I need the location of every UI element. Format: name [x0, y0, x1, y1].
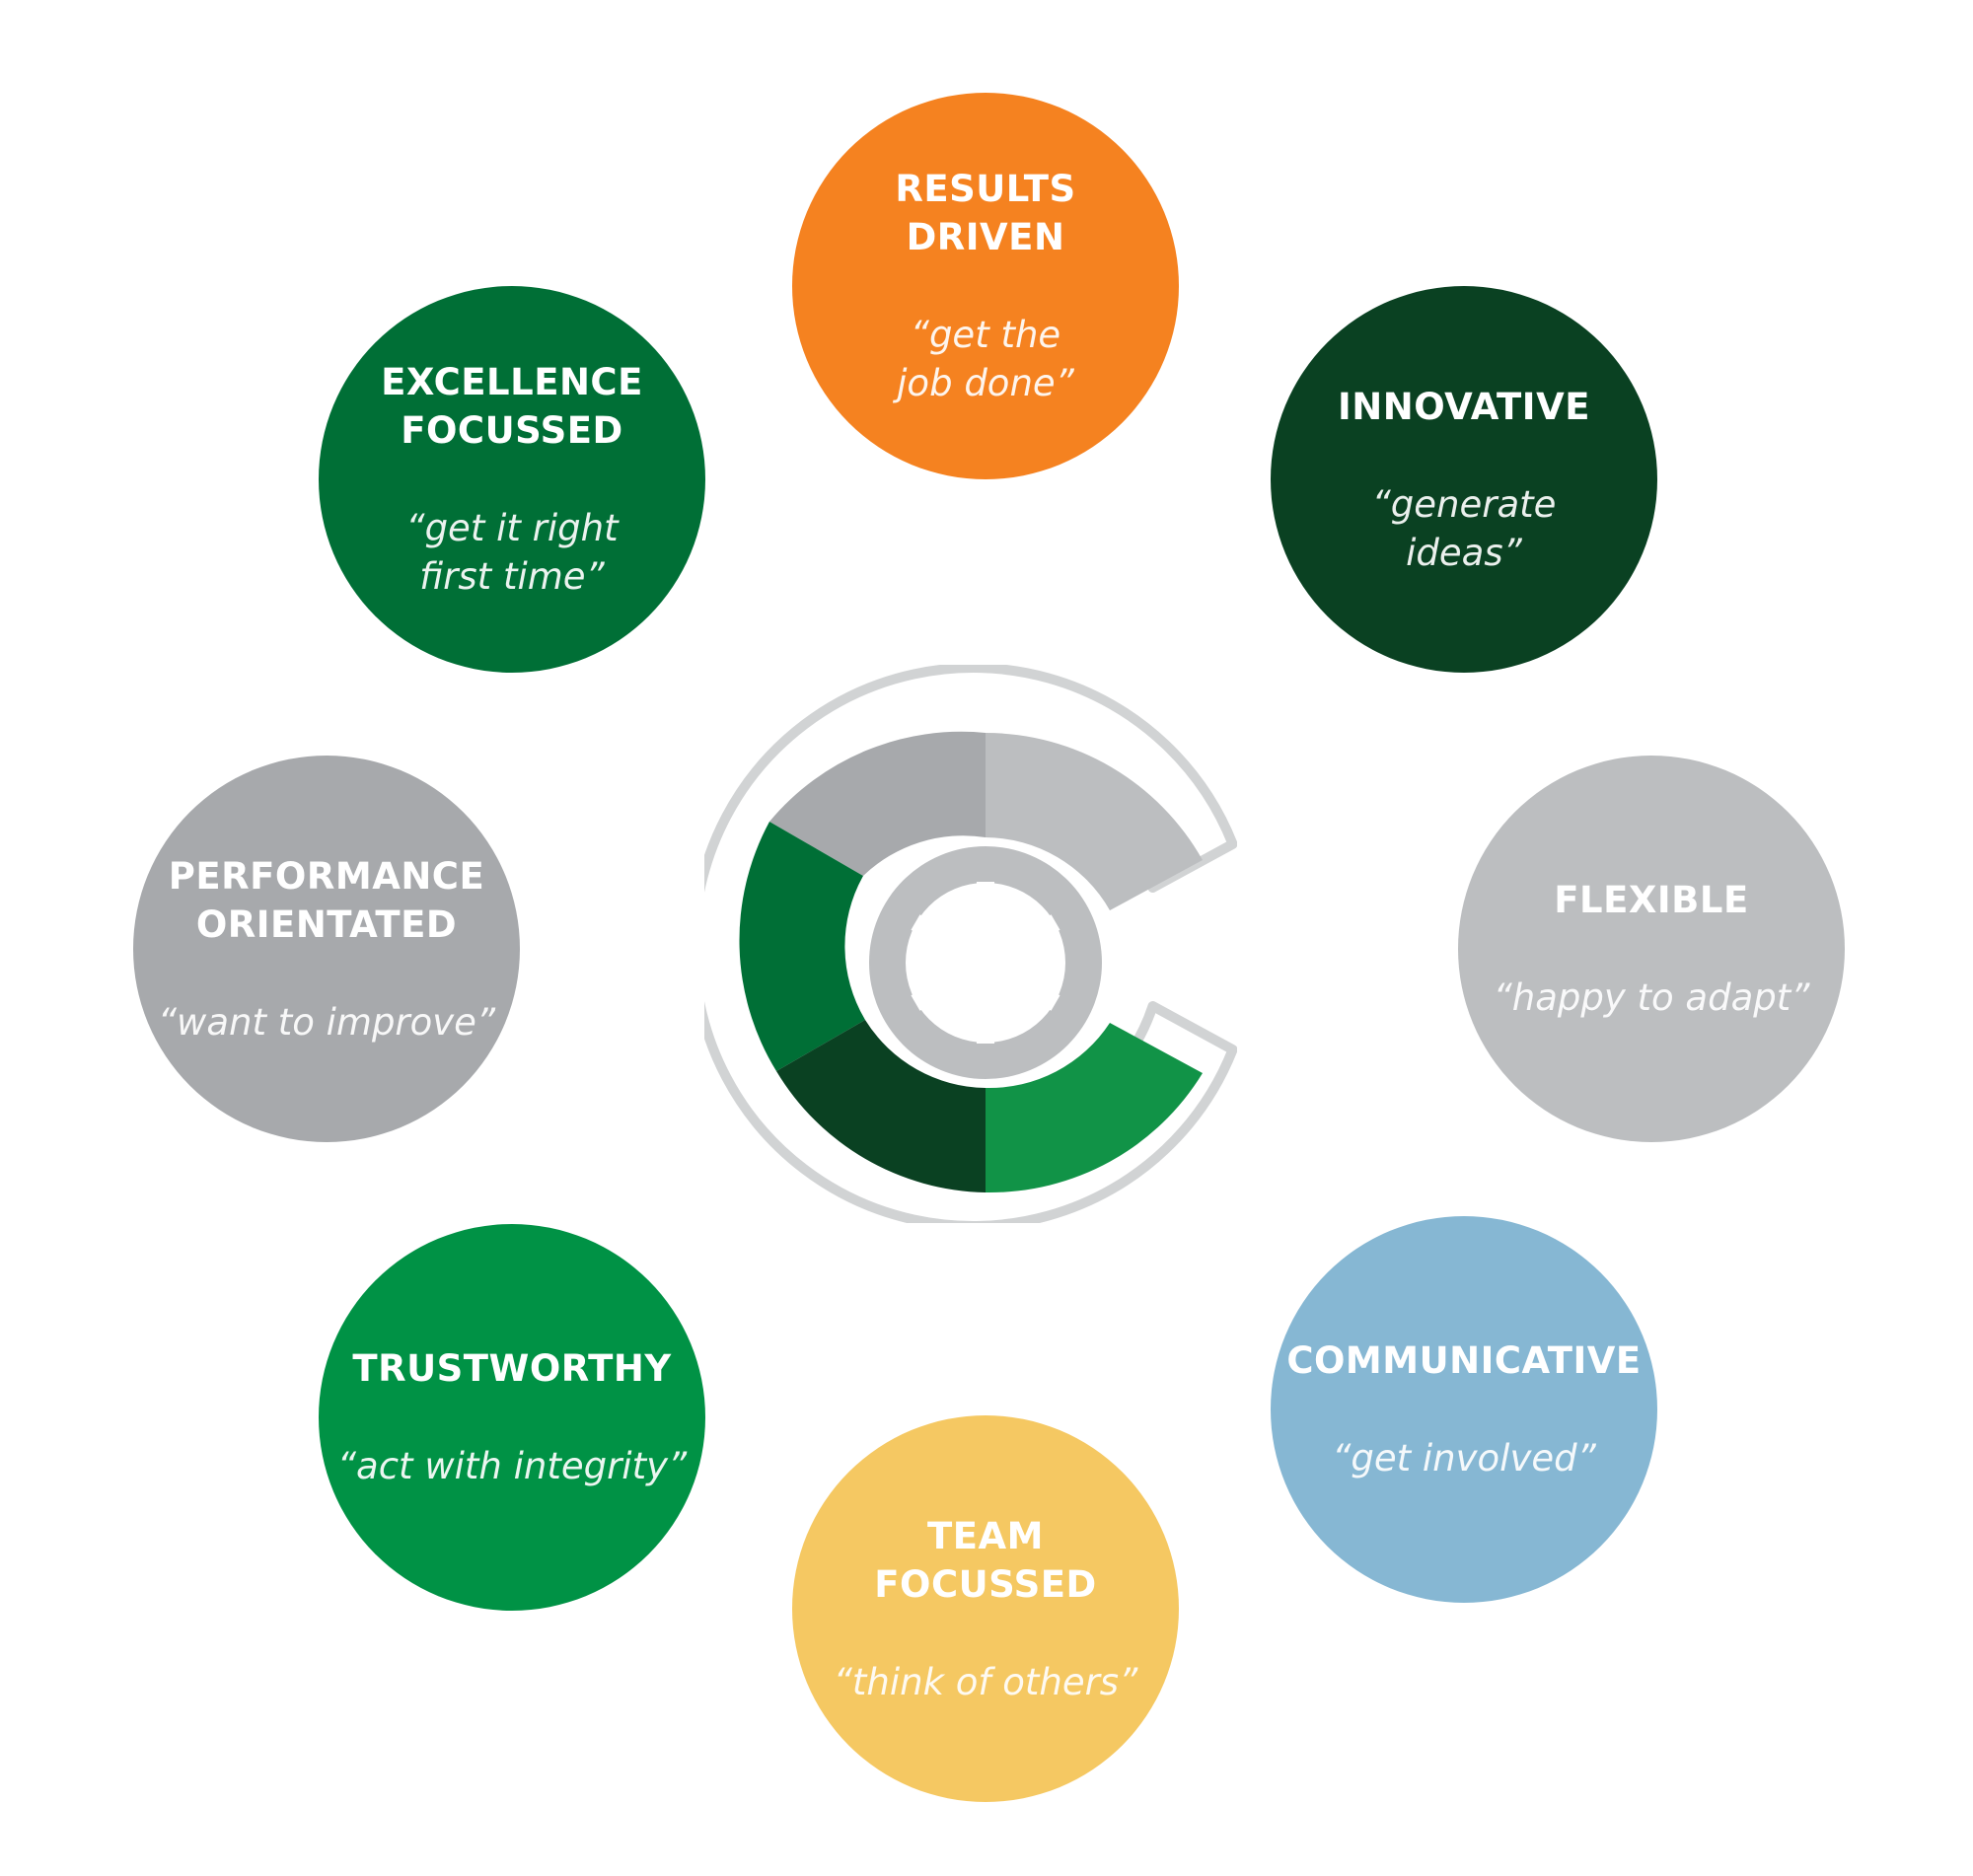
- company-logo: [704, 665, 1237, 1223]
- logo-segment-left: [739, 822, 865, 1071]
- value-communicative: COMMUNICATIVE “get involved”: [1271, 1216, 1657, 1603]
- value-quote-line: first time”: [419, 555, 605, 598]
- logo-inner-ring: [869, 846, 1102, 1079]
- value-quote: “get the job done”: [897, 311, 1074, 407]
- value-quote-line: “get the: [910, 314, 1061, 356]
- value-quote-line: “think of others”: [833, 1660, 1138, 1703]
- value-title-line: ORIENTATED: [195, 902, 458, 946]
- value-title-line: FOCUSSED: [874, 1562, 1097, 1606]
- value-title-line: PERFORMANCE: [168, 854, 485, 898]
- value-title-line: TEAM: [927, 1514, 1044, 1557]
- value-quote-line: “happy to adapt”: [1493, 976, 1810, 1019]
- value-trustworthy: TRUSTWORTHY “act with integrity”: [319, 1224, 705, 1611]
- value-title-line: EXCELLENCE: [381, 361, 643, 403]
- value-quote: “get involved”: [1332, 1434, 1596, 1482]
- logo-notch: [1042, 914, 1060, 935]
- logo-segment-top-left: [769, 731, 986, 876]
- value-title-line: TRUSTWORTHY: [352, 1347, 672, 1390]
- value-title: EXCELLENCE FOCUSSED: [381, 358, 643, 455]
- value-quote: “act with integrity”: [337, 1442, 687, 1490]
- logo-segment-top-right: [986, 733, 1203, 910]
- logo-notch: [977, 1034, 994, 1044]
- value-quote: “want to improve”: [158, 998, 495, 1046]
- value-quote-line: “act with integrity”: [336, 1445, 688, 1487]
- value-quote-line: “generate: [1371, 482, 1557, 526]
- value-flexible: FLEXIBLE “happy to adapt”: [1458, 756, 1845, 1142]
- value-quote-line: “get involved”: [1332, 1437, 1596, 1479]
- value-title-line: FLEXIBLE: [1554, 879, 1749, 921]
- value-title: FLEXIBLE: [1554, 876, 1748, 924]
- logo-notch: [1042, 990, 1060, 1011]
- logo-notch: [911, 914, 929, 935]
- value-title: TEAM FOCUSSED: [874, 1512, 1097, 1609]
- value-innovative: INNOVATIVE “generate ideas”: [1271, 286, 1657, 673]
- value-performance-orientated: PERFORMANCE ORIENTATED “want to improve”: [133, 756, 520, 1142]
- value-title-line: FOCUSSED: [401, 409, 623, 452]
- value-excellence-focussed: EXCELLENCE FOCUSSED “get it right first …: [319, 286, 705, 673]
- value-title-line: DRIVEN: [906, 216, 1065, 258]
- value-quote-line: “want to improve”: [157, 1000, 496, 1044]
- value-title-line: RESULTS: [895, 168, 1076, 210]
- value-quote-line: job done”: [897, 362, 1074, 404]
- value-title-line: INNOVATIVE: [1338, 385, 1590, 428]
- logo-inner-notches: [911, 882, 1060, 1044]
- logo-notch: [977, 882, 994, 892]
- value-quote: “happy to adapt”: [1494, 974, 1810, 1022]
- logo-notch: [911, 990, 929, 1011]
- value-team-focussed: TEAM FOCUSSED “think of others”: [792, 1415, 1179, 1802]
- value-quote: “generate ideas”: [1372, 480, 1557, 577]
- value-title: RESULTS DRIVEN: [895, 165, 1075, 261]
- logo-segment-bottom-right: [986, 1023, 1203, 1193]
- value-quote: “get it right first time”: [405, 504, 618, 601]
- value-title: PERFORMANCE ORIENTATED: [169, 852, 484, 949]
- value-title: TRUSTWORTHY: [352, 1344, 671, 1393]
- value-title: COMMUNICATIVE: [1286, 1336, 1641, 1385]
- value-title: INNOVATIVE: [1338, 383, 1590, 431]
- value-results-driven: RESULTS DRIVEN “get the job done”: [792, 93, 1179, 479]
- logo-segment-bottom-left: [776, 1020, 986, 1192]
- value-quote-line: ideas”: [1406, 531, 1522, 574]
- value-quote-line: “get it right: [405, 507, 619, 549]
- value-title-line: COMMUNICATIVE: [1286, 1339, 1642, 1382]
- value-quote: “think of others”: [834, 1658, 1137, 1706]
